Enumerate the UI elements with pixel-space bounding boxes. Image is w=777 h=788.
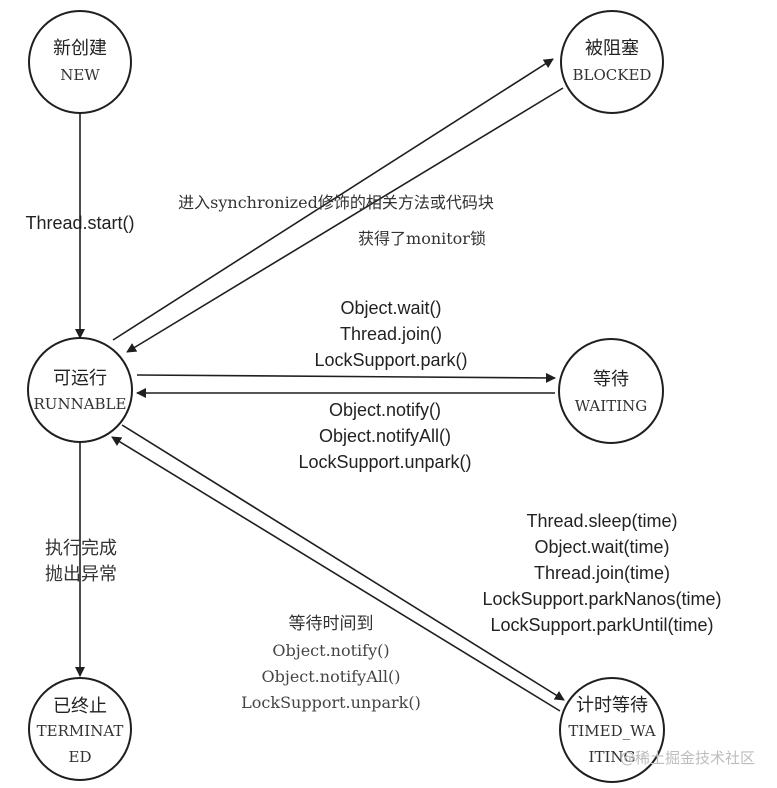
label-runnable-to-timed-waiting-line: LockSupport.parkUntil(time) [490,615,713,635]
state-new-circle [28,10,132,114]
label-runnable-to-timed-waiting-line: Thread.sleep(time) [526,511,677,531]
label-runnable-to-terminated-line: 执行完成 [45,538,117,559]
label-runnable-to-waiting-line: Thread.join() [340,324,442,344]
label-timed-waiting-to-runnable-line: Object.notifyAll() [262,667,401,686]
state-runnable-en: RUNNABLE [34,395,127,413]
state-timed-waiting-circle [559,677,665,783]
state-runnable-cn: 可运行 [53,368,107,389]
label-runnable-to-waiting: Object.wait() Thread.join() LockSupport.… [314,298,467,370]
state-waiting: 等待 WAITING [558,338,664,444]
state-terminated-en-line2: ED [69,748,92,766]
state-terminated-cn: 已终止 [53,696,107,717]
state-blocked-en: BLOCKED [573,66,652,84]
label-runnable-to-blocked: 进入synchronized修饰的相关方法或代码块 [178,193,494,212]
state-waiting-en: WAITING [575,397,647,415]
state-terminated-circle [28,677,132,781]
edge-runnable-to-waiting [136,372,556,383]
label-runnable-to-terminated: 执行完成 抛出异常 [45,538,117,585]
label-runnable-to-waiting-line: LockSupport.park() [314,350,467,370]
state-timed-waiting: 计时等待 TIMED_WA ITING [559,677,665,783]
label-waiting-to-runnable-line: Object.notifyAll() [319,426,451,446]
state-waiting-cn: 等待 [593,369,629,390]
label-timed-waiting-to-runnable-line: LockSupport.unpark() [241,693,421,712]
state-runnable-circle [27,337,133,443]
edge-timed-waiting-to-runnable [111,436,561,712]
label-timed-waiting-to-runnable: 等待时间到 Object.notify() Object.notifyAll()… [241,614,421,712]
state-blocked-circle [560,10,664,114]
state-new-en: NEW [60,66,100,84]
label-runnable-to-timed-waiting-line: Thread.join(time) [534,563,670,583]
label-waiting-to-runnable: Object.notify() Object.notifyAll() LockS… [298,400,471,472]
edge-blocked-to-runnable [126,87,564,353]
state-timed-waiting-en-line2: ITING [589,748,636,766]
state-timed-waiting-cn: 计时等待 [576,695,648,716]
watermark: @稀土掘金技术社区 [620,749,755,767]
edge-runnable-to-timed-waiting [121,424,565,701]
label-runnable-to-terminated-line: 抛出异常 [45,564,117,585]
label-runnable-to-timed-waiting-line: LockSupport.parkNanos(time) [482,589,721,609]
edge-runnable-to-blocked [112,58,554,341]
state-blocked-cn: 被阻塞 [585,38,639,59]
label-waiting-to-runnable-line: Object.notify() [329,400,441,420]
state-new-cn: 新创建 [53,38,107,59]
state-blocked: 被阻塞 BLOCKED [560,10,664,114]
state-timed-waiting-en-line1: TIMED_WA [568,722,655,740]
state-waiting-circle [558,338,664,444]
state-runnable: 可运行 RUNNABLE [27,337,133,443]
state-terminated: 已终止 TERMINAT ED [28,677,132,781]
label-runnable-to-timed-waiting-line: Object.wait(time) [534,537,669,557]
state-new: 新创建 NEW [28,10,132,114]
label-new-to-runnable: Thread.start() [25,213,134,233]
label-timed-waiting-to-runnable-line: Object.notify() [272,641,389,660]
label-runnable-to-timed-waiting: Thread.sleep(time) Object.wait(time) Thr… [482,511,721,635]
label-runnable-to-waiting-line: Object.wait() [340,298,441,318]
label-timed-waiting-to-runnable-line: 等待时间到 [289,614,374,634]
label-blocked-to-runnable: 获得了monitor锁 [358,229,486,248]
state-terminated-en-line1: TERMINAT [37,722,124,740]
label-waiting-to-runnable-line: LockSupport.unpark() [298,452,471,472]
